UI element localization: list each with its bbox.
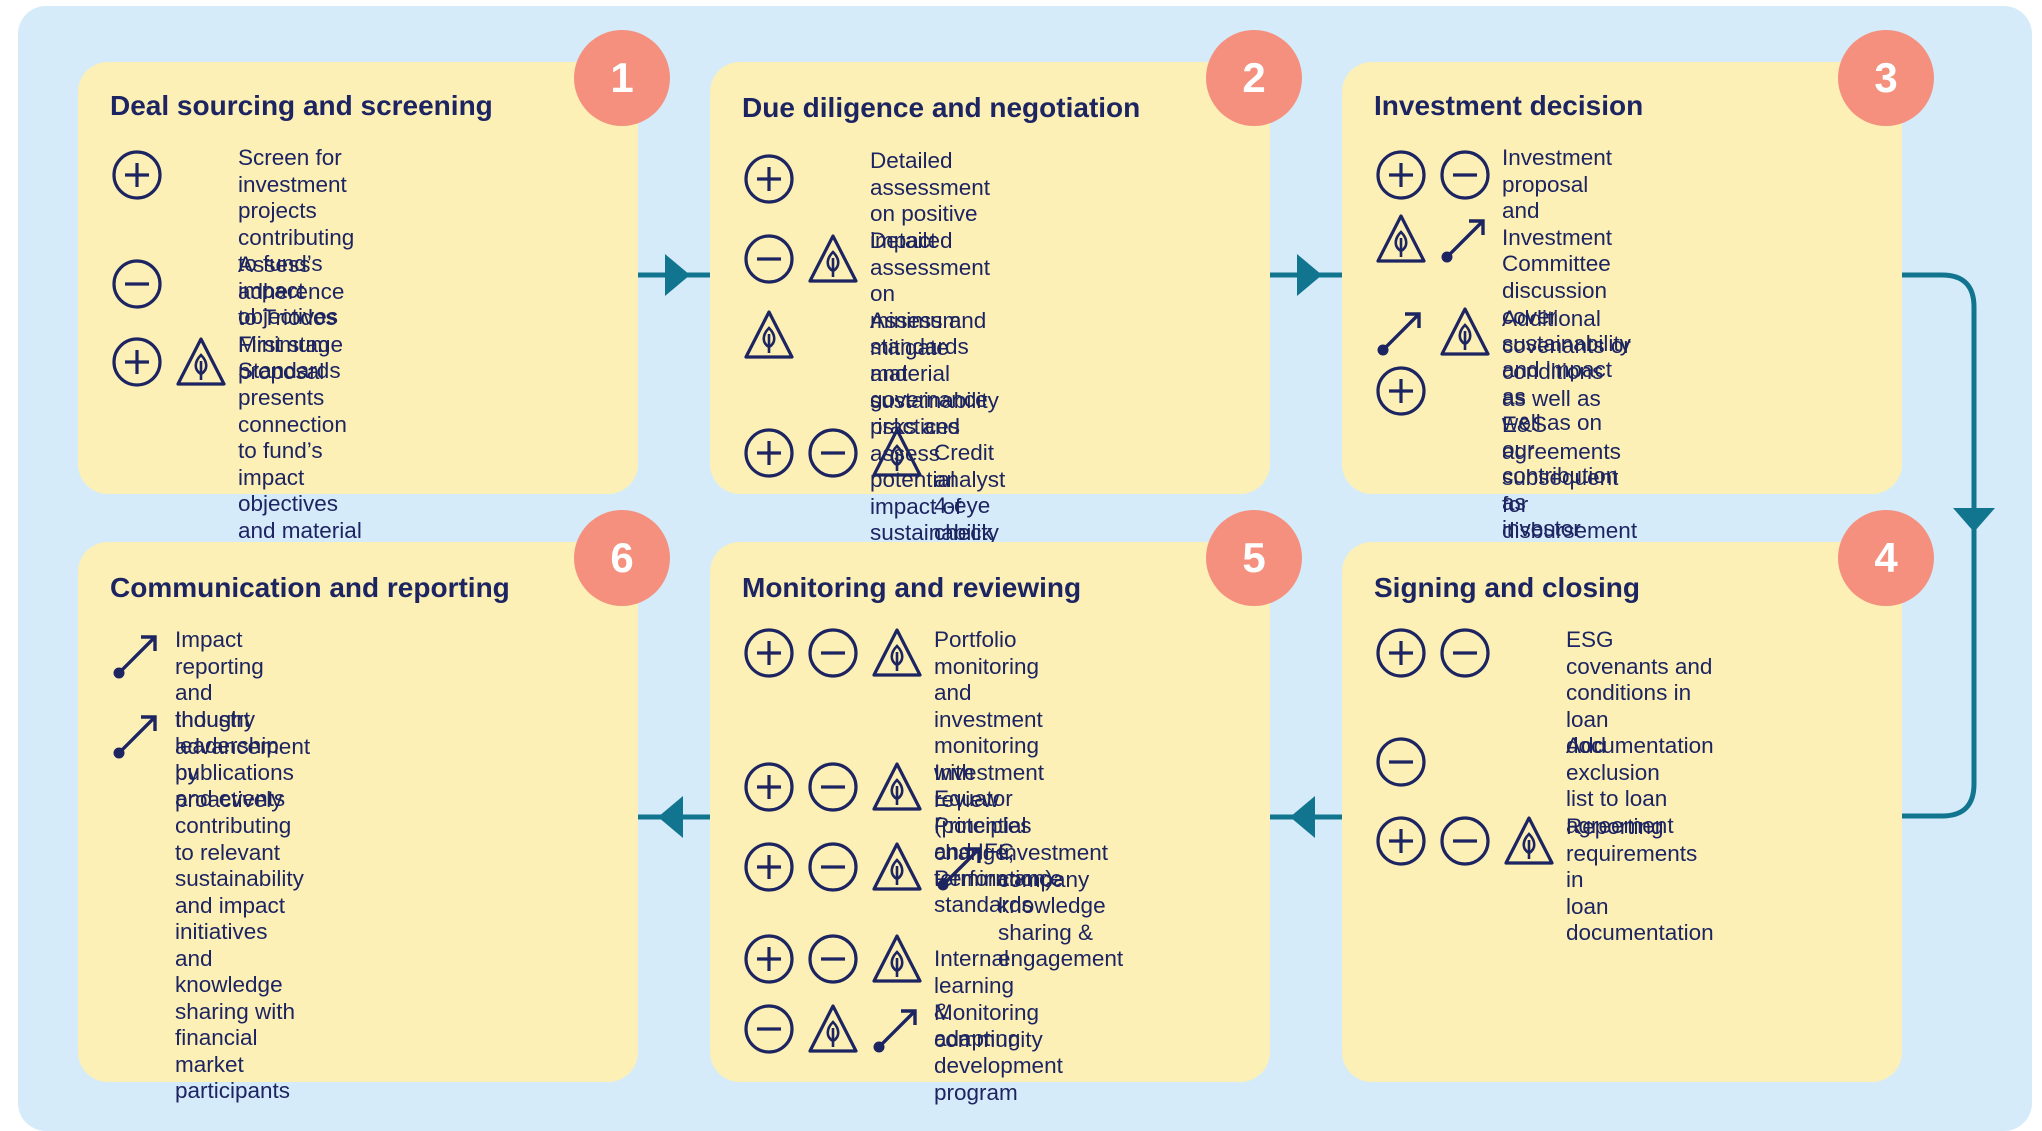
item-text: Assess adherence to Triodos Minimum Stan… [238, 252, 345, 383]
item-text: Monitoring community development program [934, 1000, 1063, 1105]
sustainability-icon [742, 308, 796, 362]
sustainability-icon [1438, 305, 1492, 359]
item-text: Reporting requirements in loan documenta… [1566, 814, 1714, 945]
engagement-icon [110, 708, 164, 762]
plus-icon [1374, 814, 1428, 868]
arrowhead-3-to-4 [1953, 508, 1995, 532]
minus-icon [1438, 814, 1492, 868]
step-title: Monitoring and reviewing [742, 572, 1082, 603]
plus-icon [110, 148, 164, 202]
plus-icon [110, 335, 164, 389]
engagement-icon [1438, 212, 1492, 266]
step-card-1: Deal sourcing and screening Screen for i… [78, 62, 638, 596]
sustainability-icon [870, 932, 924, 986]
plus-icon [742, 426, 796, 480]
minus-icon [806, 760, 860, 814]
item-text: Add exclusion list to loan agreement [1566, 733, 1674, 838]
sustainability-icon [1502, 814, 1556, 868]
step-title: Deal sourcing and screening [110, 90, 493, 121]
plus-icon [742, 932, 796, 986]
minus-icon [806, 932, 860, 986]
item-text: ESG covenants and conditions in loan doc… [1566, 627, 1714, 758]
sustainability-icon [870, 426, 924, 480]
step-card-4: Signing and closing ESG covenants and co… [1342, 542, 1902, 1082]
engagement-icon [110, 628, 164, 682]
step-number-badge-1: 1 [574, 30, 670, 126]
minus-icon [742, 1002, 796, 1056]
minus-icon [1374, 735, 1428, 789]
sustainability-icon [806, 232, 860, 286]
minus-icon [1438, 626, 1492, 680]
item-text: Impact reporting and thought leadership … [175, 627, 294, 811]
arrowhead-2-to-3 [1297, 254, 1322, 296]
plus-icon [742, 760, 796, 814]
engagement-icon [934, 840, 988, 894]
arrow-3-to-4 [1902, 272, 1977, 819]
item-text: Investment review (potential change, ter… [934, 760, 1053, 891]
step-card-2: Due diligence and negotiation Detailed a… [710, 62, 1270, 625]
step-number-badge-3: 3 [1838, 30, 1934, 126]
step-card-3: Investment decision Investment proposal … [1342, 62, 1902, 623]
step-number-badge-6: 6 [574, 510, 670, 606]
item-text: Portfolio monitoring and investment moni… [934, 627, 1063, 917]
engagement-icon [870, 1002, 924, 1056]
arrowhead-1-to-2 [665, 254, 690, 296]
minus-icon [806, 626, 860, 680]
arrowhead-4-to-5 [1290, 796, 1315, 838]
plus-icon [1374, 148, 1428, 202]
item-text: Investment company knowledge sharing & e… [998, 840, 1124, 971]
arrowhead-5-to-6 [658, 796, 683, 838]
engagement-icon [1374, 305, 1428, 359]
minus-icon [806, 426, 860, 480]
item-text: Industry advancement by proactively cont… [175, 707, 311, 1103]
item-text: Credit analyst 4-eye check [934, 440, 1006, 545]
step-number-badge-5: 5 [1206, 510, 1302, 606]
plus-icon [1374, 626, 1428, 680]
step-title: Due diligence and negotiation [742, 92, 1141, 123]
step-number-badge-4: 4 [1838, 510, 1934, 606]
item-text: Internal learning & adapting [934, 946, 1021, 1051]
item-text: Detailed assessment on positive impact [870, 148, 991, 253]
sustainability-icon [806, 1002, 860, 1056]
plus-icon [742, 152, 796, 206]
item-text: Investment proposal and Investment Commi… [1502, 145, 1631, 541]
step-title: Signing and closing [1374, 572, 1640, 603]
step-title: Investment decision [1374, 90, 1644, 121]
sustainability-icon [1374, 212, 1428, 266]
minus-icon [806, 840, 860, 894]
item-text: Screen for investment projects contribut… [238, 145, 355, 329]
sustainability-icon [870, 760, 924, 814]
sustainability-icon [870, 840, 924, 894]
step-card-6: Communication and reporting Impact repor… [78, 542, 638, 1103]
sustainability-icon [870, 626, 924, 680]
step-title: Communication and reporting [110, 572, 510, 603]
step-number-badge-2: 2 [1206, 30, 1302, 126]
plus-icon [742, 626, 796, 680]
minus-icon [1438, 148, 1492, 202]
item-text: Detailed assessment on minimum standards… [870, 228, 991, 439]
minus-icon [110, 257, 164, 311]
step-card-5: Monitoring and reviewing Portfolio monit… [710, 542, 1270, 1105]
plus-icon [742, 840, 796, 894]
plus-icon [1374, 364, 1428, 418]
minus-icon [742, 232, 796, 286]
sustainability-icon [174, 335, 228, 389]
